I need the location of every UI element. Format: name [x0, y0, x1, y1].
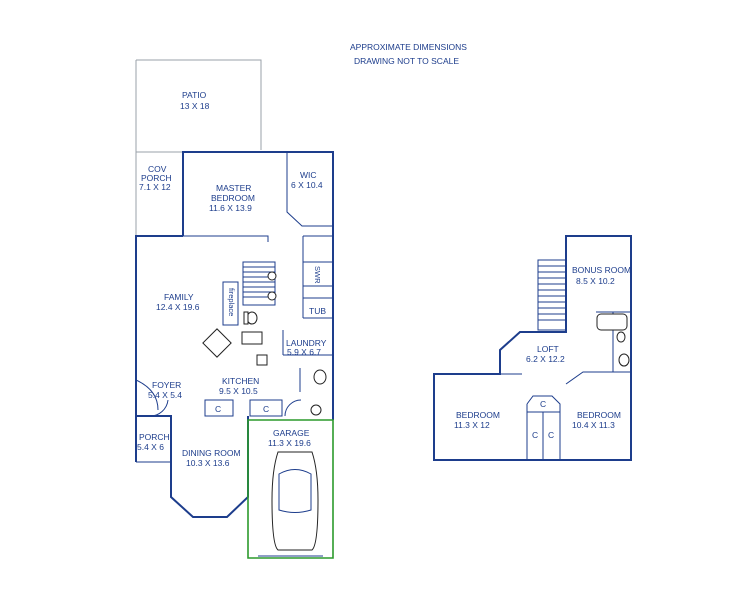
label-dining: DINING ROOM: [182, 448, 241, 458]
dims-cov-porch: 7.1 X 12: [139, 182, 171, 192]
bath-walls: [302, 236, 333, 319]
label-upper-closet-1: C: [540, 399, 546, 409]
label-shower: SWR: [313, 266, 322, 284]
dims-loft: 6.2 X 12.2: [526, 354, 565, 364]
water-heater-icon: [310, 404, 322, 416]
label-bedroom-left: BEDROOM: [456, 410, 500, 420]
label-family: FAMILY: [164, 292, 194, 302]
dims-porch-front: 5.4 X 6: [137, 442, 164, 452]
main-outer-wall: [135, 235, 249, 518]
upper-stairs: [537, 259, 567, 331]
dims-foyer: 5.4 X 5.4: [148, 390, 182, 400]
dims-wic: 6 X 10.4: [291, 180, 323, 190]
label-kitchen: KITCHEN: [222, 376, 259, 386]
front-door-swing: [149, 399, 169, 417]
upper-outer-wall: [433, 235, 632, 461]
foyer-door-swing: [135, 379, 159, 411]
sink-icon: [267, 271, 277, 281]
toilet-tank-icon: [243, 311, 249, 325]
label-upper-closet-2: C: [532, 430, 538, 440]
dims-bedroom-left: 11.3 X 12: [454, 420, 490, 430]
dishwasher-icon: [256, 354, 268, 366]
label-cov: COV: [148, 164, 167, 174]
closet-kitchen-2: [249, 399, 283, 417]
dims-dining: 10.3 X 13.6: [186, 458, 230, 468]
note-approximate-dimensions: APPROXIMATE DIMENSIONS: [350, 42, 467, 52]
dims-garage: 11.3 X 19.6: [268, 438, 311, 448]
label-porch-front: PORCH: [139, 432, 170, 442]
label-patio: PATIO: [182, 90, 207, 100]
label-closet-1: C: [215, 404, 221, 414]
label-tub: TUB: [309, 306, 326, 316]
family-top-wall: [183, 235, 269, 242]
car-icon: [271, 451, 319, 551]
label-upper-closet-3: C: [548, 430, 554, 440]
bathtub-icon: [596, 313, 628, 331]
label-fireplace: fireplace: [227, 288, 236, 316]
label-bedroom-right: BEDROOM: [577, 410, 621, 420]
stove-icon: [241, 331, 263, 345]
wic-wall: [286, 152, 333, 227]
label-garage: GARAGE: [273, 428, 310, 438]
label-bonus: BONUS ROOM: [572, 265, 631, 275]
garage-door-swing: [284, 399, 302, 417]
dims-laundry: 5.9 X 6.7: [287, 347, 321, 357]
loft-bottom-right-wall: [565, 371, 631, 385]
laundry-toilet-icon: [313, 369, 327, 385]
main-floor: [135, 59, 334, 559]
upper-floor: [433, 235, 632, 461]
fireplace-box: [222, 281, 239, 326]
kitchen-island-sink-icon: [202, 328, 232, 358]
note-not-to-scale: DRAWING NOT TO SCALE: [354, 56, 459, 66]
dims-kitchen: 9.5 X 10.5: [219, 386, 258, 396]
sink-icon: [267, 291, 277, 301]
garage: [247, 419, 334, 559]
label-porch: PORCH: [141, 173, 172, 183]
upper-toilet-icon: [618, 353, 630, 367]
label-master: MASTER: [216, 183, 251, 193]
label-closet-2: C: [263, 404, 269, 414]
dims-bedroom-right: 10.4 X 11.3: [572, 420, 615, 430]
label-wic: WIC: [300, 170, 317, 180]
closet-kitchen-1: [204, 399, 234, 417]
dims-family: 12.4 X 19.6: [156, 302, 200, 312]
dims-patio: 13 X 18: [180, 101, 210, 111]
laundry-walls: [282, 330, 333, 392]
patio-outline: [135, 59, 262, 235]
label-laundry: LAUNDRY: [286, 338, 327, 348]
label-loft: LOFT: [537, 344, 559, 354]
upper-closets: [526, 395, 561, 460]
dims-master: 11.6 X 13.9: [209, 203, 252, 213]
dims-bonus: 8.5 X 10.2: [576, 276, 615, 286]
upper-sink-icon: [616, 331, 626, 343]
label-foyer: FOYER: [152, 380, 181, 390]
label-bedroom: BEDROOM: [211, 193, 255, 203]
